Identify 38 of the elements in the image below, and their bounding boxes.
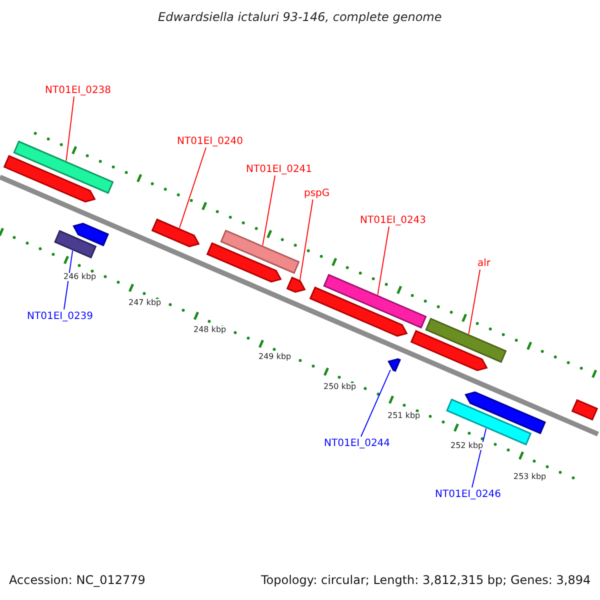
gene-feature bbox=[571, 399, 598, 421]
gene-label: NT01EI_0243 bbox=[360, 214, 426, 226]
gene-label: NT01EI_0244 bbox=[324, 438, 390, 448]
gene-label: pspG bbox=[304, 188, 330, 198]
scale-label: 250 kbp bbox=[322, 382, 358, 392]
scale-label: 247 kbp bbox=[128, 298, 162, 308]
gene-label: NT01EI_0240 bbox=[177, 136, 244, 146]
gene-feature bbox=[388, 358, 401, 372]
gene-feature bbox=[220, 230, 300, 274]
gene-feature bbox=[54, 230, 97, 258]
gene-feature bbox=[13, 140, 114, 194]
gene-label: NT01EI_0239 bbox=[27, 310, 94, 322]
scale-label: 249 kbp bbox=[258, 352, 292, 362]
gene-feature bbox=[286, 276, 306, 293]
leader-line bbox=[262, 175, 276, 246]
gene-feature bbox=[323, 274, 427, 329]
gene-label: alr bbox=[478, 258, 491, 268]
leader-line bbox=[178, 147, 207, 229]
footer-note: Topology: circular; Length: 3,812,315 bp; Genes: 3,894 bbox=[261, 574, 591, 588]
leader-line bbox=[472, 428, 487, 488]
leader-line bbox=[360, 369, 391, 437]
leader-line bbox=[468, 269, 481, 334]
leader-line bbox=[299, 199, 314, 280]
footer-note: Accession: NC_012779 bbox=[9, 574, 146, 588]
gene-feature bbox=[151, 218, 200, 248]
scale-label: 253 kbp bbox=[512, 472, 548, 482]
leader-line bbox=[64, 250, 74, 310]
gene-label: NT01EI_0241 bbox=[246, 164, 312, 174]
title: Edwardsiella ictaluri 93-146, complete genome bbox=[158, 11, 442, 24]
gene-label: NT01EI_0246 bbox=[435, 488, 502, 500]
scale-label: 252 kbp bbox=[450, 442, 484, 450]
scale-label: 251 kbp bbox=[386, 412, 422, 420]
gene-label: NT01EI_0238 bbox=[45, 84, 112, 96]
gene-feature bbox=[425, 318, 507, 363]
scale-label: 248 kbp bbox=[192, 326, 228, 334]
leader-line bbox=[66, 96, 75, 162]
scale-label: 246 kbp bbox=[62, 272, 98, 282]
leader-line bbox=[377, 226, 390, 296]
